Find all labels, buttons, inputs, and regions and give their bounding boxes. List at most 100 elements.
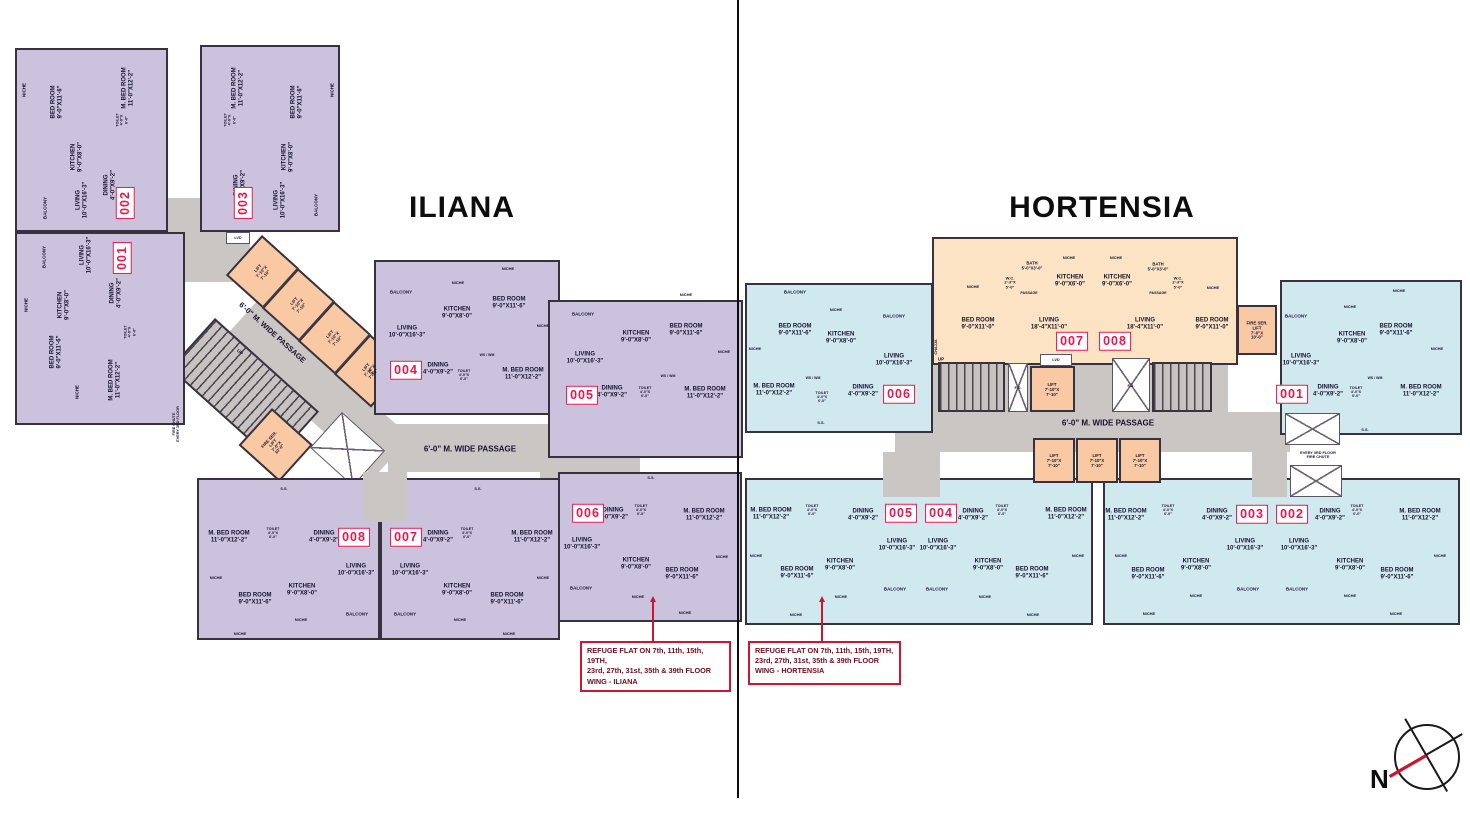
unit-number-badge: 003 <box>1236 504 1268 524</box>
room-label-kit: KITCHEN 9'-0"X8'-0" <box>442 306 472 319</box>
entry-shaft-iliana-007-008 <box>363 472 407 522</box>
room-label-liv: LIVING 10'-0"X16'-3" <box>563 537 601 550</box>
room-label-liv: LIVING 10'-0"X16'-3" <box>79 236 92 274</box>
room-label-kit: KITCHEN 9'-0"X8'-0" <box>1335 558 1365 571</box>
compass-circle <box>1394 724 1460 790</box>
room-label-ni: NICHE <box>715 553 729 559</box>
room-label-bal: BALCONY <box>1284 313 1308 319</box>
room-label-bath: BATH 5'-0"X3'-0" <box>1021 260 1043 270</box>
fire-service-lift-hortensia <box>1237 305 1277 355</box>
room-label-ni: NICHE <box>1206 284 1220 290</box>
room-label-lift: LIFT 7'-10"X 7'-10" <box>1044 381 1060 397</box>
unit-number-badge: 003 <box>233 187 253 219</box>
room-label-ni: NICHE <box>678 609 692 615</box>
compass: N <box>1370 718 1470 802</box>
refuge-flat-note: REFUGE FLAT ON 7th, 11th, 15th, 19TH, 23… <box>580 641 731 692</box>
room-label-lvd: LVD <box>1052 357 1060 362</box>
room-label-bal: BALCONY <box>1236 586 1260 592</box>
room-label-liv: LIVING 10'-0"X16'-3" <box>875 353 913 366</box>
room-label-toi: TOILET 4'-0"X 6'-0" <box>638 385 652 399</box>
unit-001-iliana <box>15 232 185 425</box>
fire-chute-shaft-hortensia-upper <box>1285 413 1340 445</box>
room-label-bedh: BED ROOM 9'-0"X11'-0" <box>961 317 995 330</box>
room-label-ni: NICHE <box>501 265 515 271</box>
room-label-liv: LIVING 10'-0"X16'-3" <box>919 538 957 551</box>
room-label-bed: BED ROOM 9'-0"X11'-6" <box>238 592 272 605</box>
room-label-bed: BED ROOM 9'-0"X11'-6" <box>669 323 703 336</box>
unit-number-badge: 005 <box>566 385 598 405</box>
room-label-bed: BED ROOM 9'-0"X11'-6" <box>778 323 812 336</box>
room-label-ni: NICHE <box>834 593 848 599</box>
room-label-bal: BALCONY <box>41 245 47 269</box>
room-label-kit: KITCHEN 9'-0"X8'-0" <box>621 557 651 570</box>
room-label-ni: NICHE <box>536 574 550 580</box>
room-label-din: DINING 4'-0"X9'-2" <box>103 170 116 200</box>
room-label-kit: KITCHEN 9'-0"X8'-0" <box>973 558 1003 571</box>
unit-number-badge: 001 <box>1276 384 1308 404</box>
unit-003-iliana <box>200 45 340 232</box>
room-label-kit: KITCHEN 9'-0"X8'-0" <box>281 142 294 172</box>
unit-number-badge: 004 <box>390 360 422 380</box>
room-label-kith: KITCHEN 9'-0"X6'-0" <box>1102 274 1132 287</box>
room-label-din: DINING 4'-0"X9'-2" <box>598 507 628 520</box>
lift-row-1-hortensia <box>1033 438 1075 483</box>
room-label-mbed: M. BED ROOM 11'-0"X12'-2" <box>511 530 553 543</box>
room-label-kit: KITCHEN 9'-0"X8'-0" <box>826 331 856 344</box>
room-label-ni: NICHE <box>1433 552 1447 558</box>
room-label-bed: BED ROOM 9'-0"X11'-6" <box>780 566 814 579</box>
room-label-lvd: LVD <box>234 235 242 240</box>
lift-row-2-hortensia <box>1076 438 1118 483</box>
room-label-ss: S.S. <box>647 475 655 480</box>
unit-008-iliana <box>197 478 380 640</box>
room-label-livh: LIVING 18'-4"X11'-0" <box>1126 317 1164 330</box>
room-label-liv: LIVING 10'-0"X16'-3" <box>1282 353 1320 366</box>
room-label-fchv: FIRE CHUTE EVERY 3RD FLOOR <box>171 406 180 442</box>
room-label-ni: NICHE <box>1114 552 1128 558</box>
wing-title-hortensia: HORTENSIA <box>1009 191 1195 224</box>
room-label-kit: KITCHEN 9'-0"X8'-0" <box>825 558 855 571</box>
stairs-right-hortensia <box>1152 362 1212 412</box>
room-label-liv: LIVING 10'-0"X16'-3" <box>1226 538 1264 551</box>
unit-number-badge: 005 <box>885 503 917 523</box>
room-label-liv: LIVING 10'-0"X16'-3" <box>566 351 604 364</box>
room-label-kit: KITCHEN 9'-0"X8'-0" <box>621 330 651 343</box>
room-label-bed: BED ROOM 9'-0"X11'-6" <box>1015 566 1049 579</box>
room-label-mbed: M. BED ROOM 11'-0"X12'-2" <box>684 386 726 399</box>
room-label-ni: NICHE <box>829 306 843 312</box>
room-label-ni: NICHE <box>978 593 992 599</box>
room-label-mbed: M. BED ROOM 11'-0"X12'-2" <box>231 67 244 109</box>
room-label-bal: BALCONY <box>42 196 48 220</box>
room-label-toi: TOILET 4'-0"X 6'-0" <box>1349 385 1363 399</box>
room-label-mbed: M. BED ROOM 11'-0"X12'-2" <box>1045 507 1087 520</box>
lift-main-hortensia <box>1030 366 1075 412</box>
room-label-toi: TOILET 4'-0"X 6'-0" <box>266 526 280 540</box>
room-label-ni: NICHE <box>502 630 516 636</box>
room-label-bed: BED ROOM 9'-0"X11'-6" <box>492 296 526 309</box>
room-label-kit: KITCHEN 9'-0"X8'-0" <box>57 290 70 320</box>
entry-shaft-hortensia-003-002 <box>1252 452 1287 497</box>
refuge-note-arrowhead <box>649 596 656 602</box>
room-label-lift: LIFT 7'-10"X 7'-10" <box>1046 452 1062 468</box>
unit-number-badge: 006 <box>572 503 604 523</box>
room-label-mbed: M. BED ROOM 11'-0"X12'-2" <box>502 367 544 380</box>
room-label-ni: NICHE <box>1071 552 1085 558</box>
room-label-ni: NICHE <box>1343 303 1357 309</box>
room-label-bal: BALCONY <box>393 611 417 617</box>
room-label-toi: TOILET 4'-0"X 6'-0" <box>460 526 474 540</box>
room-label-ni: NICHE <box>536 322 550 328</box>
room-label-mbed: M. BED ROOM 11'-0"X12'-2" <box>753 383 795 396</box>
room-label-ws: WS / WM <box>805 376 821 381</box>
room-label-ss: S.S. <box>474 486 482 491</box>
room-label-toi: TOILET 4'-0"X 6'-0" <box>815 390 829 404</box>
room-label-din: DINING 4'-0"X9'-2" <box>109 278 122 308</box>
unit-number-badge: 004 <box>925 503 957 523</box>
unit-005-iliana <box>548 300 743 458</box>
room-label-ni: NICHE <box>631 593 645 599</box>
unit-002-iliana <box>15 48 168 232</box>
room-label-ni: NICHE <box>717 348 731 354</box>
room-label-mbed: M. BED ROOM 11'-0"X12'-2" <box>1399 508 1441 521</box>
room-label-ni: NICHE <box>1343 592 1357 598</box>
room-label-wc: W.C. 2'-3"X 5'-0" <box>1004 275 1016 290</box>
room-label-up: UP <box>937 356 945 362</box>
room-label-liv: LIVING 10'-0"X16'-3" <box>878 538 916 551</box>
